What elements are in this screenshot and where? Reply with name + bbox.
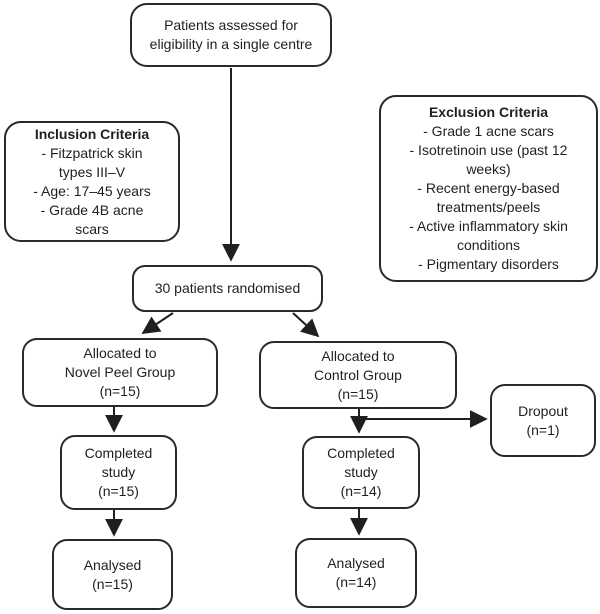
node-eligibility-text: Patients assessed for eligibility in a s… [149, 17, 313, 52]
node-eligibility: Patients assessed for eligibility in a s… [130, 3, 332, 67]
node-randomised: 30 patients randomised [132, 265, 323, 312]
inclusion-criteria-items: - Fitzpatrick skin types III–V - Age: 17… [33, 144, 151, 237]
analysed-novel-text: Analysed (n=15) [83, 556, 142, 592]
node-analysed-control: Analysed (n=14) [295, 538, 417, 608]
dropout-text: Dropout (n=1) [518, 402, 568, 438]
completed-study-novel-text: Completed study (n=15) [84, 445, 153, 499]
exclusion-criteria-items: - Grade 1 acne scars - Isotretinoin use … [409, 123, 568, 272]
inclusion-criteria-title: Inclusion Criteria [34, 125, 150, 142]
node-dropout: Dropout (n=1) [490, 384, 596, 457]
completed-study-control-text: Completed study (n=14) [327, 445, 395, 499]
node-analysed-novel: Analysed (n=15) [52, 539, 173, 610]
analysed-control-text: Analysed (n=14) [327, 555, 385, 590]
node-randomised-text: 30 patients randomised [154, 280, 301, 296]
node-exclusion-criteria: Exclusion Criteria - Grade 1 acne scars … [379, 95, 598, 282]
exclusion-criteria-title: Exclusion Criteria [428, 104, 549, 120]
node-allocated-control-group: Allocated to Control Group (n=15) [259, 341, 457, 409]
node-completed-study-control: Completed study (n=14) [302, 436, 420, 509]
node-inclusion-criteria: Inclusion Criteria - Fitzpatrick skin ty… [4, 121, 180, 242]
allocated-control-text: Allocated to Control Group (n=15) [314, 347, 402, 402]
node-completed-study-novel: Completed study (n=15) [60, 435, 177, 510]
node-allocated-novel-peel-group: Allocated to Novel Peel Group (n=15) [22, 338, 218, 407]
allocated-novel-peel-text: Allocated to Novel Peel Group (n=15) [64, 345, 176, 399]
arrow-randomised-to-novel-group [141, 312, 174, 334]
arrow-randomised-to-control-group [292, 312, 320, 338]
